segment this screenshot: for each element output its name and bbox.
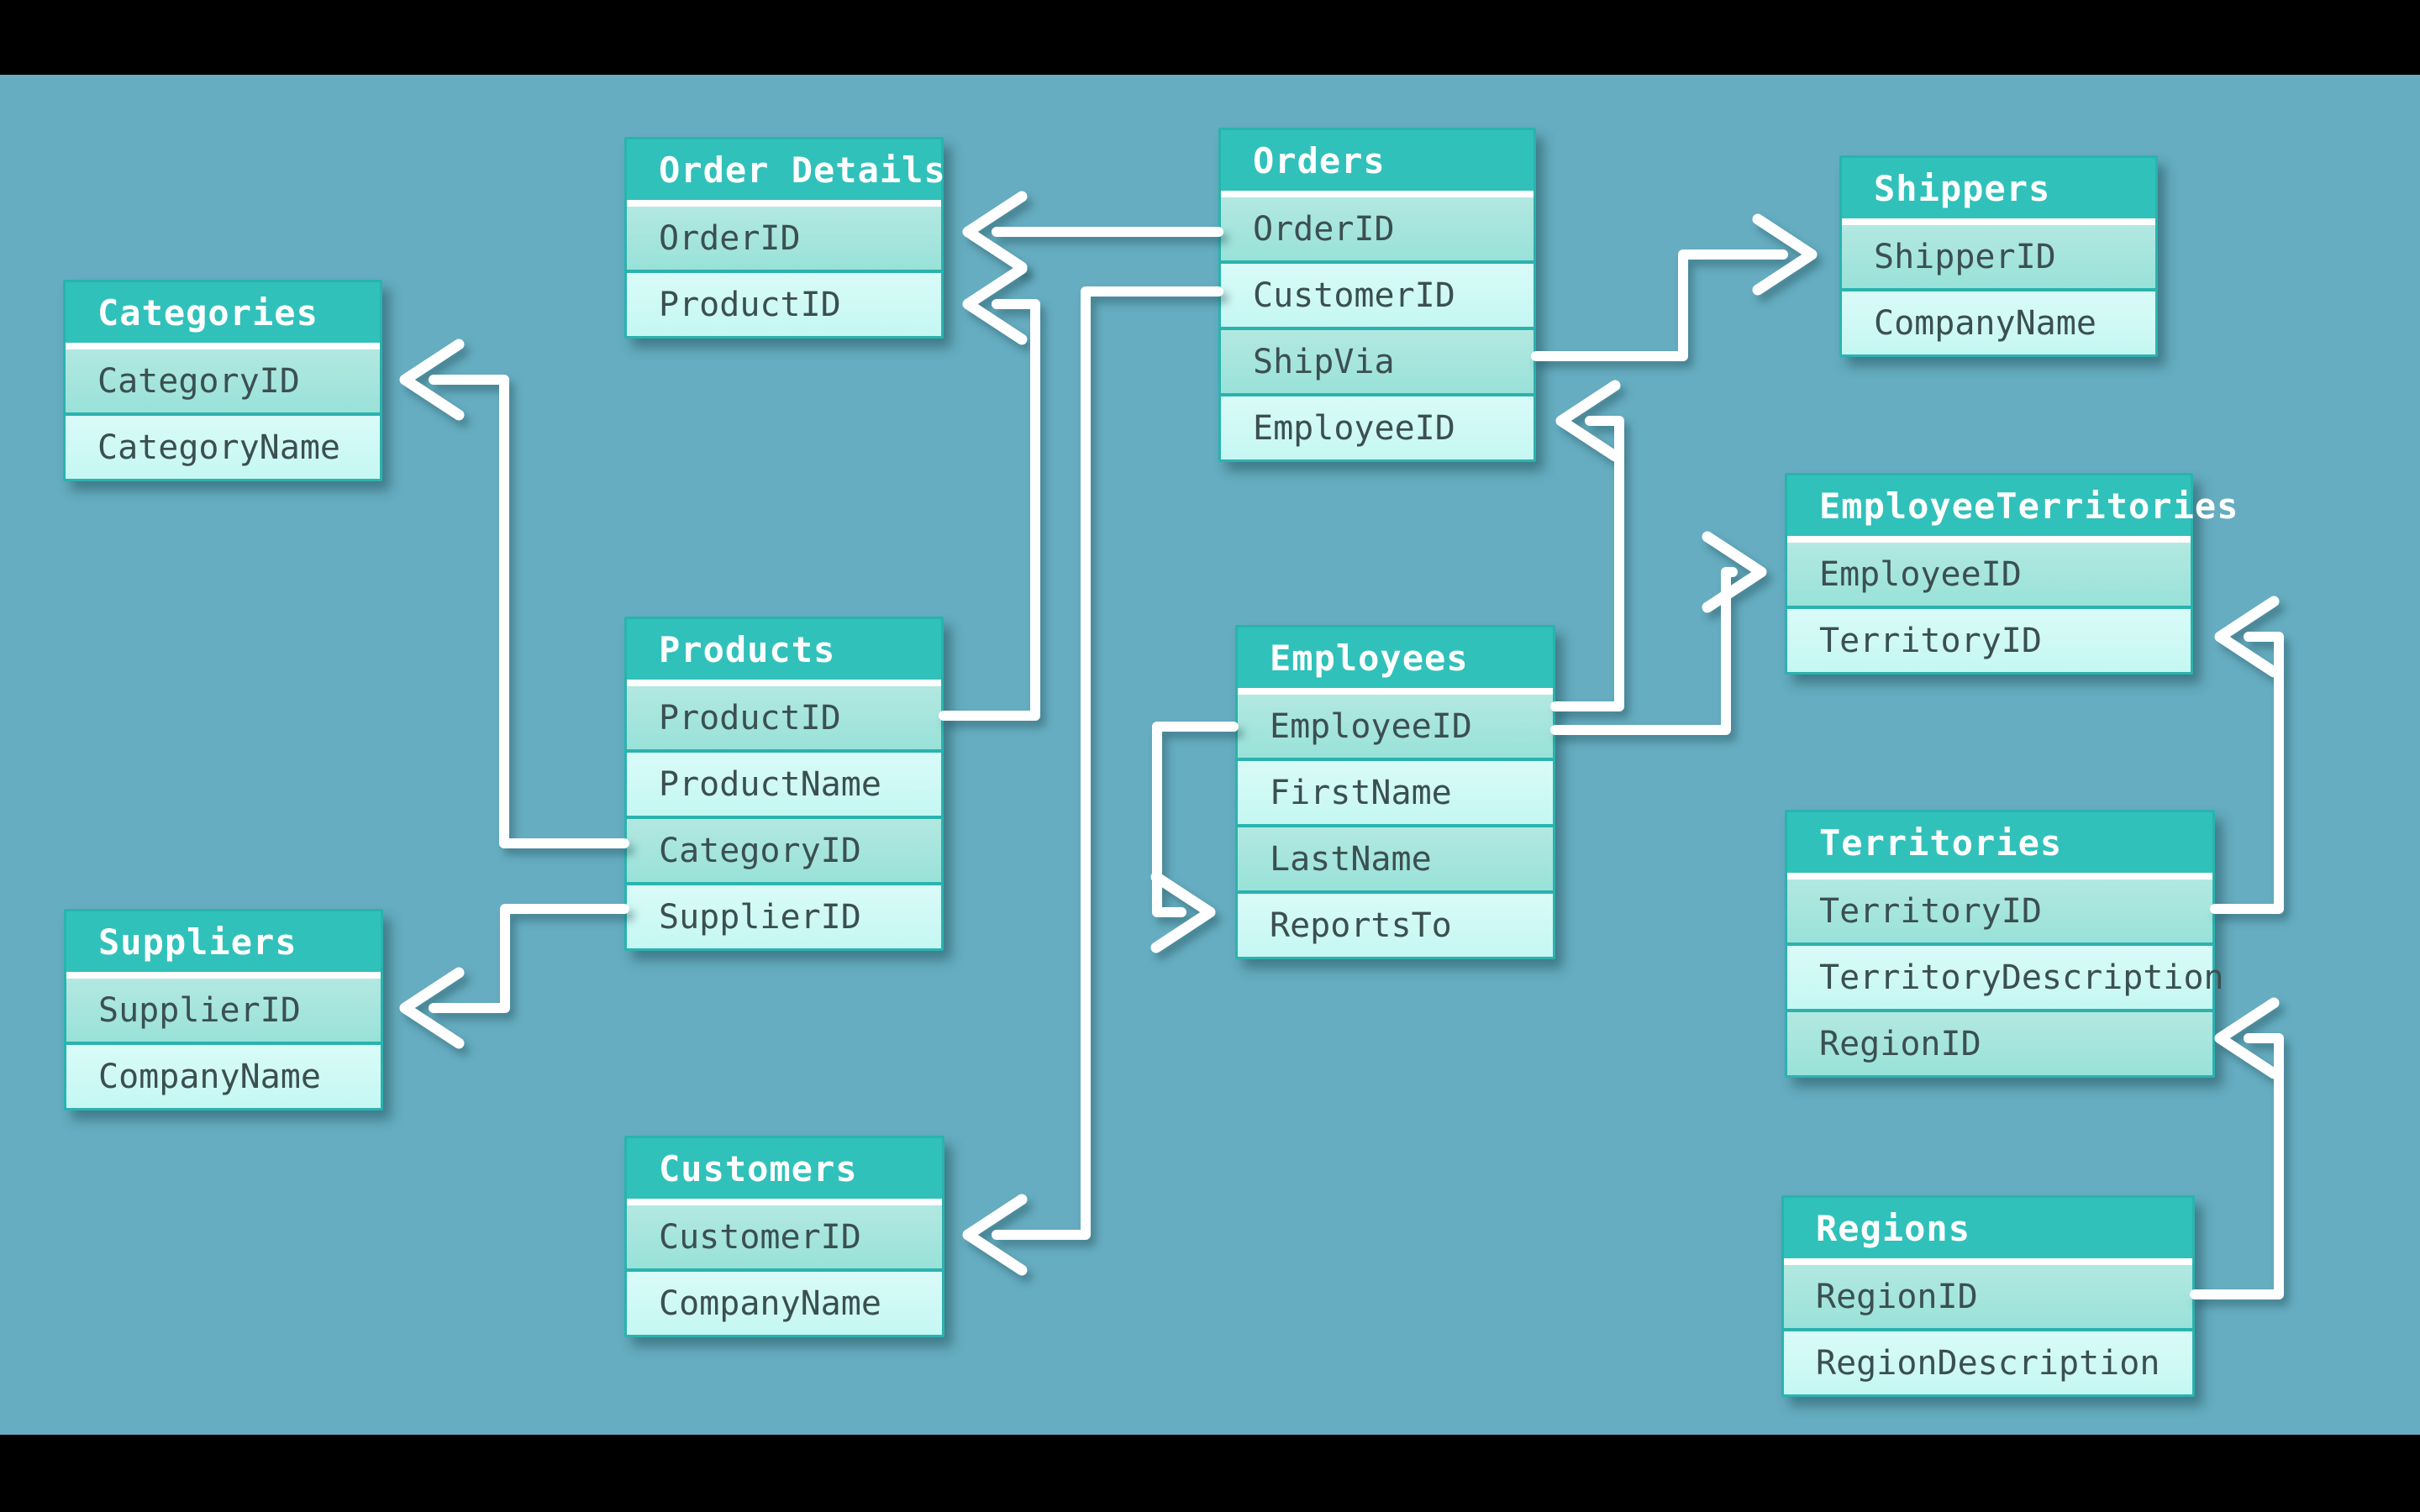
arrowhead-products-productid-to-orderdetails-productid [962, 263, 1028, 345]
field-customers-companyname: CompanyName [627, 1272, 942, 1335]
table-title-suppliers: Suppliers [66, 911, 381, 979]
field-order-details-orderid: OrderID [627, 207, 941, 270]
arrowhead-territories-territoryid-to-employeeterritories-territoryid [2214, 596, 2280, 678]
field-employees-lastname: LastName [1238, 827, 1553, 890]
field-customers-customerid: CustomerID [627, 1205, 942, 1268]
field-shippers-shipperid: ShipperID [1842, 225, 2155, 288]
arrowhead-employees-employeeid-to-employees-reportsto [1150, 871, 1216, 953]
arrowhead-orders-orderid-to-orderdetails-orderid [962, 191, 1028, 273]
relationship-orders-orderid-to-orderdetails-orderid [962, 191, 1223, 273]
relationship-orders-customerid-to-customers-customerid [962, 286, 1223, 1276]
table-title-shippers: Shippers [1842, 158, 2155, 225]
table-title-categories: Categories [66, 282, 380, 349]
table-title-customers: Customers [627, 1138, 942, 1205]
table-title-employee-territories: EmployeeTerritories [1787, 475, 2238, 543]
field-employees-firstname: FirstName [1238, 761, 1553, 824]
arrowhead-orders-customerid-to-customers-customerid [962, 1194, 1028, 1276]
arrowhead-products-supplierid-to-suppliers-supplierid [399, 967, 465, 1049]
field-products-productname: ProductName [627, 753, 941, 816]
field-orders-shipvia: ShipVia [1221, 330, 1534, 393]
field-products-productid: ProductID [627, 686, 941, 749]
field-territories-regionid: RegionID [1787, 1012, 2212, 1075]
field-orders-employeeid: EmployeeID [1221, 396, 1534, 459]
field-shippers-companyname: CompanyName [1842, 291, 2155, 354]
arrowhead-regions-regionid-to-territories-regionid [2214, 997, 2280, 1079]
field-employee-territories-territoryid: TerritoryID [1787, 609, 2191, 672]
relationship-employees-employeeid-to-employeeterritories-employeeid [1550, 531, 1767, 735]
field-order-details-productid: ProductID [627, 273, 941, 336]
arrowhead-employees-employeeid-to-orders-employeeid [1555, 380, 1621, 462]
relationship-products-productid-to-orderdetails-productid [939, 263, 1040, 721]
relationship-products-categoryid-to-categories-categoryid [399, 339, 629, 848]
relationship-employees-employeeid-to-orders-employeeid [1550, 380, 1624, 711]
letterbox-bottom [0, 1435, 2420, 1512]
field-territories-territorydescription: TerritoryDescription [1787, 946, 2224, 1009]
field-categories-categoryid: CategoryID [66, 349, 380, 412]
field-employee-territories-employeeid: EmployeeID [1787, 543, 2191, 606]
table-title-regions: Regions [1784, 1198, 2192, 1265]
arrowhead-employees-employeeid-to-employeeterritories-employeeid [1702, 531, 1767, 613]
field-regions-regiondescription: RegionDescription [1784, 1331, 2192, 1394]
field-regions-regionid: RegionID [1784, 1265, 2192, 1328]
field-orders-customerid: CustomerID [1221, 264, 1534, 327]
table-title-employees: Employees [1238, 627, 1553, 695]
relationship-products-supplierid-to-suppliers-supplierid [399, 904, 629, 1049]
relationship-territories-territoryid-to-employeeterritories-territoryid [2210, 596, 2284, 914]
table-title-territories: Territories [1787, 812, 2212, 879]
field-categories-categoryname: CategoryName [66, 416, 380, 479]
arrowhead-products-categoryid-to-categories-categoryid [399, 339, 465, 421]
relationship-orders-shipvia-to-shippers-shipperid [1531, 213, 1818, 361]
table-title-orders: Orders [1221, 130, 1534, 197]
field-products-categoryid: CategoryID [627, 819, 941, 882]
field-orders-orderid: OrderID [1221, 197, 1534, 260]
field-territories-territoryid: TerritoryID [1787, 879, 2212, 942]
field-suppliers-supplierid: SupplierID [66, 979, 381, 1042]
field-products-supplierid: SupplierID [627, 885, 941, 948]
table-title-order-details: Order Details [627, 139, 945, 207]
relationship-employees-employeeid-to-employees-reportsto [1150, 722, 1239, 953]
field-suppliers-companyname: CompanyName [66, 1045, 381, 1108]
field-employees-reportsto: ReportsTo [1238, 894, 1553, 957]
arrowhead-orders-shipvia-to-shippers-shipperid [1752, 213, 1818, 296]
table-title-products: Products [627, 619, 941, 686]
letterbox-top [0, 0, 2420, 75]
field-employees-employeeid: EmployeeID [1238, 695, 1553, 758]
